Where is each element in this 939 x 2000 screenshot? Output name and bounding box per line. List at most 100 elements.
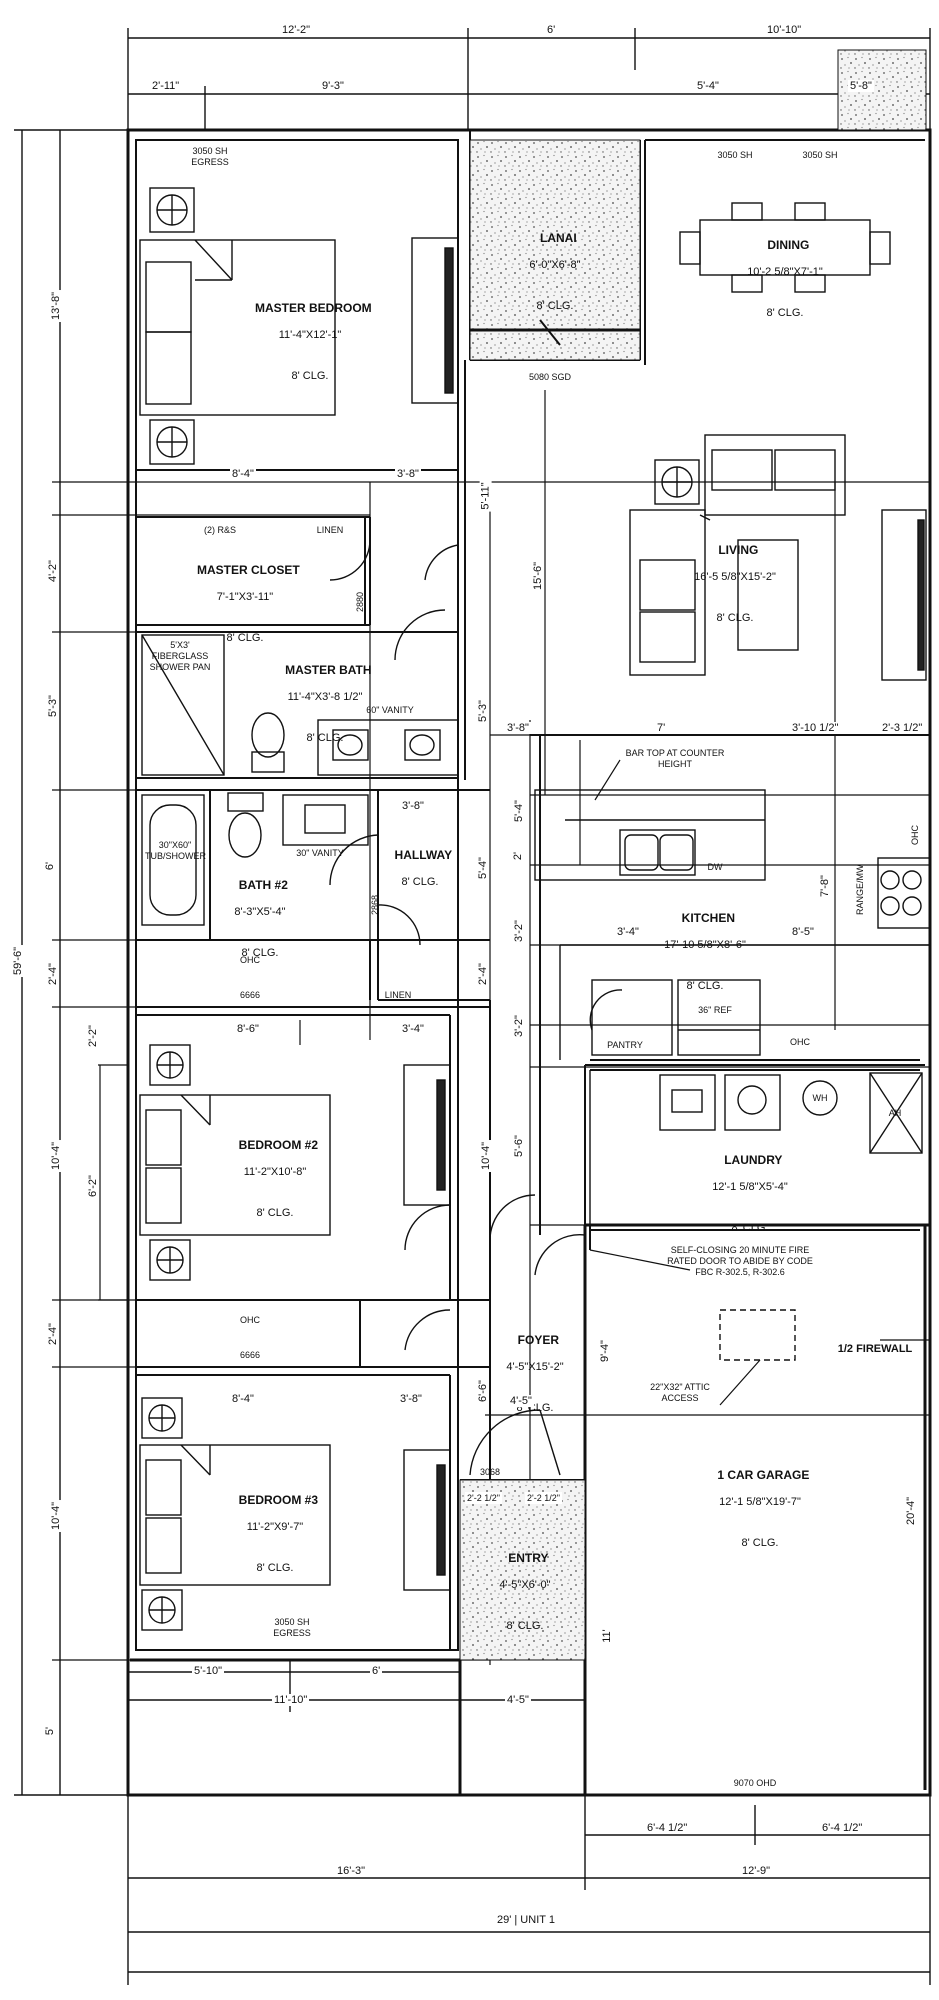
sliding-door-note: 5080 SGD bbox=[528, 372, 572, 382]
hall-ohc-note: OHC bbox=[240, 955, 260, 965]
dim-left-7: 2'-4" bbox=[46, 1321, 59, 1347]
door-2868-note: 2868 bbox=[370, 894, 380, 915]
dim-entry-2: 2'-2 1/2" bbox=[525, 1492, 562, 1504]
lanai-label: LANAI 6'-0"X6'-8" 8' CLG. bbox=[529, 230, 581, 312]
dim-kitchen-2: 8'-5" bbox=[790, 926, 816, 938]
dim-garage-vertical: 20'-4" bbox=[905, 1494, 918, 1528]
entry-label: ENTRY 4'-5"X6'-0" 8' CLG. bbox=[499, 1550, 551, 1632]
door-2880-note: 2880 bbox=[355, 591, 365, 612]
dim-mid-v2: 5'-3" bbox=[476, 698, 489, 724]
dim-left-5: 2'-4" bbox=[46, 961, 59, 987]
dim-kitchen-top-1: 3'-8" bbox=[505, 722, 531, 734]
dim-mid-v5: 10'-4" bbox=[480, 1139, 493, 1173]
hall-shelf-note: 6666 bbox=[239, 990, 261, 1000]
dim-top-3: 10'-10" bbox=[765, 24, 804, 36]
attic-access-note: 22"X32" ATTIC ACCESS bbox=[650, 1382, 710, 1403]
living-label: LIVING 16'-5 5/8"X15'-2" 8' CLG. bbox=[694, 542, 776, 624]
kitchen-label: KITCHEN 17'-10 5/8"X8'-6" 8' CLG. bbox=[664, 910, 746, 992]
bed-shelf-note: 6666 bbox=[239, 1350, 261, 1360]
dim-overall-left: 59'-6" bbox=[12, 944, 25, 978]
window-dining-1-note: 3050 SH bbox=[717, 150, 753, 160]
dim-bed3-top-1: 8'-4" bbox=[230, 1393, 256, 1405]
dim-mb-bottom-2: 3'-8" bbox=[395, 468, 421, 480]
dim-bot-1: 5'-10" bbox=[192, 1665, 225, 1677]
dim-top-4: 2'-11" bbox=[150, 80, 182, 92]
water-heater-note: WH bbox=[812, 1093, 828, 1103]
dim-bed2-top-2: 3'-4" bbox=[400, 1023, 426, 1035]
dim-right-v1: 5'-4" bbox=[512, 798, 525, 824]
dishwasher-note: DW bbox=[707, 862, 723, 872]
dim-bot-4: 4'-5" bbox=[505, 1694, 531, 1706]
dim-top-5: 9'-3" bbox=[320, 80, 346, 92]
dim-bot-2: 6' bbox=[370, 1665, 383, 1677]
dim-kitchen-1: 3'-4" bbox=[615, 926, 641, 938]
master-closet-label: MASTER CLOSET 7'-1"X3'-11" 8' CLG. bbox=[197, 562, 300, 644]
refrigerator-note: 36" REF bbox=[698, 1005, 732, 1015]
bedroom2-label: BEDROOM #2 11'-2"X10'-8" 8' CLG. bbox=[238, 1137, 319, 1219]
dim-bed2-inner-2: 6'-2" bbox=[86, 1173, 99, 1199]
dim-bed2-top-1: 8'-6" bbox=[235, 1023, 261, 1035]
dim-left-2: 4'-2" bbox=[46, 558, 59, 584]
egress-top-note: 3050 SH EGRESS bbox=[191, 146, 229, 167]
dim-bot-7: 16'-3" bbox=[335, 1865, 368, 1877]
dim-foyer-width: 4'-5" bbox=[508, 1395, 534, 1407]
dim-right-v6: 9'-4" bbox=[598, 1338, 611, 1364]
foyer-label: FOYER 4'-5"X15'-2" 8' CLG. bbox=[506, 1332, 564, 1414]
dining-label: DINING 10'-2 5/8"X7'-1" 8' CLG. bbox=[747, 237, 823, 319]
pantry-note: PANTRY bbox=[607, 1040, 643, 1050]
dim-left-3: 5'-3" bbox=[46, 693, 59, 719]
dim-right-v3: 3'-2" bbox=[512, 918, 525, 944]
laundry-label: LAUNDRY 12'-1 5/8"X5'-4" 8' CLG. bbox=[712, 1152, 788, 1234]
shelves-note: (2) R&S bbox=[203, 525, 236, 535]
vanity-60-note: 60" VANITY bbox=[366, 705, 414, 715]
self-closing-door-note: SELF-CLOSING 20 MINUTE FIRE RATED DOOR T… bbox=[667, 1245, 813, 1277]
vanity-30-note: 30" VANITY bbox=[296, 848, 344, 858]
bath2-label: BATH #2 8'-3"X5'-4" 8' CLG. bbox=[234, 877, 288, 959]
dim-bot-8: 12'-9" bbox=[740, 1865, 773, 1877]
range-note: RANGE/MW bbox=[855, 864, 865, 916]
bedroom3-label: BEDROOM #3 11'-2"X9'-7" 8' CLG. bbox=[238, 1492, 319, 1574]
closet-linen-note: LINEN bbox=[316, 525, 344, 535]
dim-mid-v3: 5'-4" bbox=[476, 855, 489, 881]
firewall-label: 1/2 FIREWALL bbox=[837, 1343, 913, 1355]
dim-top-6: 5'-4" bbox=[695, 80, 721, 92]
dim-top-2: 6' bbox=[545, 24, 558, 36]
unit-label: 29' | UNIT 1 bbox=[495, 1914, 557, 1926]
hallway-label: HALLWAY 8' CLG. bbox=[394, 847, 453, 889]
window-dining-2-note: 3050 SH bbox=[802, 150, 838, 160]
dim-kitchen-vertical: 7'-8" bbox=[818, 873, 831, 899]
egress-bottom-note: 3050 SH EGRESS bbox=[273, 1617, 311, 1638]
dim-right-v2: 2' bbox=[512, 849, 525, 863]
dim-bed3-top-2: 3'-8" bbox=[398, 1393, 424, 1405]
air-handler-note: AH bbox=[888, 1108, 902, 1118]
dim-living-vertical: 15'-6" bbox=[532, 559, 545, 593]
dim-left-6: 10'-4" bbox=[50, 1139, 63, 1173]
dim-left-9: 5' bbox=[44, 1724, 57, 1738]
dim-mid-v4: 2'-4" bbox=[476, 961, 489, 987]
dim-top-7: 5'-8" bbox=[848, 80, 874, 92]
dim-kitchen-top-2: 7' bbox=[655, 722, 668, 734]
dim-right-v4: 3'-2" bbox=[512, 1013, 525, 1039]
dim-left-4: 6' bbox=[44, 859, 57, 873]
dim-entry-1: 2'-2 1/2" bbox=[465, 1492, 502, 1504]
hall-linen-note: LINEN bbox=[384, 990, 412, 1000]
dim-mid-v1: 5'-11" bbox=[479, 480, 492, 512]
kitchen-ohc-note: OHC bbox=[790, 1037, 810, 1047]
dim-bot-3: 11'-10" bbox=[272, 1694, 310, 1706]
dim-kitchen-top-3: 3'-10 1/2" bbox=[790, 722, 841, 734]
master-bedroom-label: MASTER BEDROOM 11'-4"X12'-1" 8' CLG. bbox=[255, 300, 372, 382]
bar-top-note: BAR TOP AT COUNTER HEIGHT bbox=[625, 748, 725, 769]
dim-right-v7: 11' bbox=[600, 1627, 613, 1645]
dim-top-1: 12'-2" bbox=[280, 24, 313, 36]
dim-left-8: 10'-4" bbox=[50, 1499, 63, 1533]
right-ohc-note: OHC bbox=[910, 825, 920, 845]
dim-mb-bottom-1: 8'-4" bbox=[230, 468, 256, 480]
bed-ohc-note: OHC bbox=[240, 1315, 260, 1325]
master-bath-label: MASTER BATH 11'-4"X3'-8 1/2" 8' CLG. bbox=[285, 662, 372, 744]
dim-right-v5: 5'-6" bbox=[512, 1133, 525, 1159]
garage-door-note: 9070 OHD bbox=[733, 1778, 777, 1788]
dim-kitchen-top-4: 2'-3 1/2" bbox=[880, 722, 925, 734]
shower-pan-note: 5'X3' FIBERGLASS SHOWER PAN bbox=[149, 640, 211, 672]
dim-bot-5: 6'-4 1/2" bbox=[645, 1822, 690, 1834]
dim-bed2-inner-1: 2'-2" bbox=[86, 1023, 99, 1049]
